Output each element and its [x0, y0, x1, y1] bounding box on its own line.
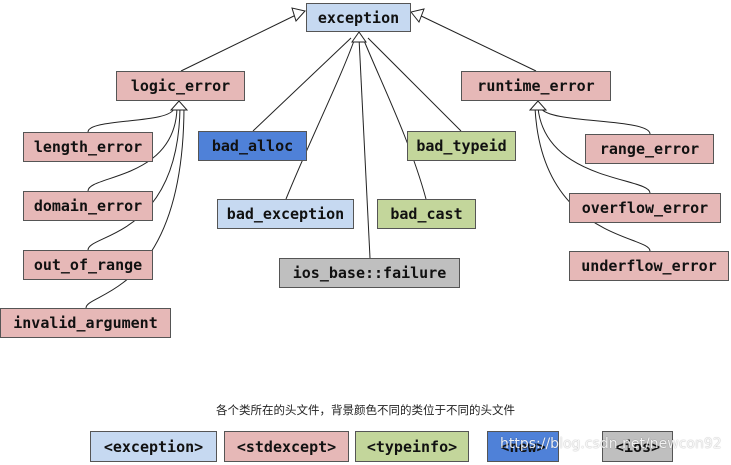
- edge-bad-cast-to-exception: [362, 37, 427, 200]
- legend-stdexcept-header: <stdexcept>: [224, 431, 349, 462]
- legend-exception-header: <exception>: [90, 431, 217, 462]
- edge-bad-exception-to-exception: [285, 37, 356, 200]
- legend-typeinfo-header: <typeinfo>: [355, 431, 469, 462]
- class-runtime-error: runtime_error: [461, 71, 611, 101]
- class-out-of-range: out_of_range: [23, 250, 153, 280]
- class-logic-error: logic_error: [116, 71, 245, 101]
- class-overflow-error: overflow_error: [569, 193, 721, 223]
- class-range-error: range_error: [585, 134, 714, 164]
- legend-caption: 各个类所在的头文件，背景颜色不同的类位于不同的头文件: [216, 403, 515, 417]
- arrowhead-exception-bottom: [351, 31, 367, 43]
- class-bad-exception: bad_exception: [217, 199, 354, 229]
- class-ios-base-failure: ios_base::failure: [279, 258, 460, 288]
- edge-runtime-error-to-exception: [416, 13, 537, 72]
- class-bad-alloc: bad_alloc: [198, 131, 307, 161]
- arrowhead-exception-left: [291, 7, 306, 22]
- edge-range-error-to-runtime-error: [540, 107, 651, 135]
- edge-underflow-error-to-runtime-error: [534, 107, 651, 252]
- legend-ios-header: <ios>: [602, 431, 673, 462]
- edge-out-of-range-to-logic-error: [87, 107, 181, 251]
- class-bad-cast: bad_cast: [377, 199, 476, 229]
- arrowhead-runtime-error: [528, 100, 548, 111]
- arrowhead-exception-right: [410, 8, 425, 23]
- class-invalid-argument: invalid_argument: [0, 308, 171, 338]
- edge-ios-failure-to-exception: [358, 37, 371, 259]
- edge-bad-typeid-to-exception: [367, 37, 462, 132]
- arrowhead-logic-error: [169, 100, 189, 111]
- class-length-error: length_error: [23, 132, 153, 162]
- class-bad-typeid: bad_typeid: [407, 131, 516, 161]
- edge-logic-error-to-exception: [180, 12, 301, 72]
- edge-domain-error-to-logic-error: [87, 107, 178, 192]
- legend-new-header: <new>: [487, 431, 559, 462]
- edge-overflow-error-to-runtime-error: [537, 107, 651, 194]
- edge-length-error-to-logic-error: [87, 107, 175, 133]
- class-domain-error: domain_error: [23, 191, 153, 221]
- class-underflow-error: underflow_error: [569, 251, 729, 281]
- class-exception: exception: [306, 3, 411, 32]
- edge-bad-alloc-to-exception: [252, 37, 352, 132]
